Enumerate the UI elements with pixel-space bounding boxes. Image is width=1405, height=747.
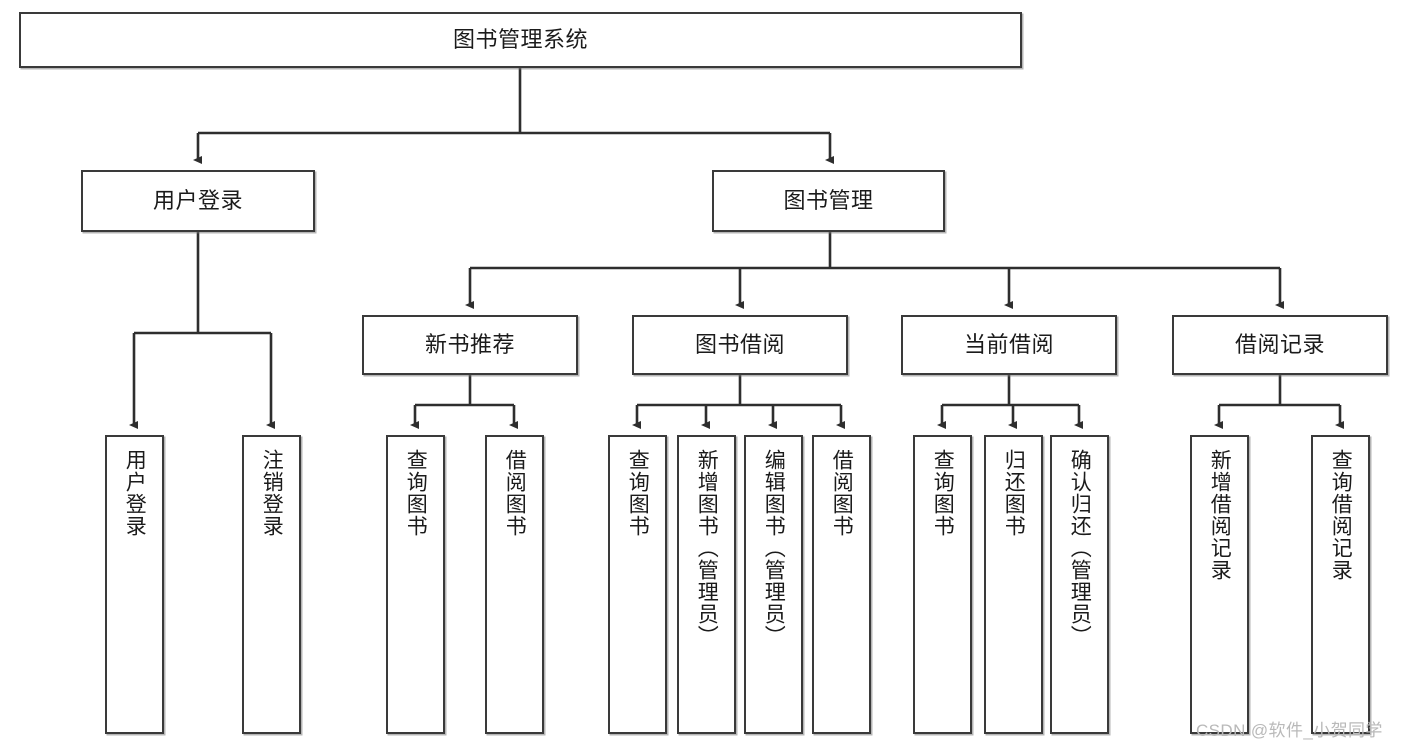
watermark: CSDN @软件_小贺同学: [1196, 721, 1383, 740]
leaf-node[interactable]: 借阅图书: [485, 435, 544, 734]
node-level3-current-borrow[interactable]: 当前借阅: [901, 315, 1117, 375]
node-label: 确认归还（管理员）: [1068, 449, 1092, 647]
node-root[interactable]: 图书管理系统: [19, 12, 1022, 68]
node-label: 借阅图书: [503, 449, 527, 537]
node-label: 用户登录: [123, 449, 147, 537]
node-level2-user-login[interactable]: 用户登录: [81, 170, 315, 232]
node-label: 查询借阅记录: [1329, 449, 1353, 581]
leaf-node[interactable]: 借阅图书: [812, 435, 871, 734]
node-label: 注销登录: [260, 449, 284, 537]
leaf-node[interactable]: 用户登录: [105, 435, 164, 734]
node-label: 图书借阅: [694, 332, 785, 358]
node-label: 当前借阅: [963, 332, 1054, 358]
node-label: 归还图书: [1002, 449, 1026, 537]
leaf-node[interactable]: 查询图书: [608, 435, 667, 734]
node-label: 借阅记录: [1234, 332, 1325, 358]
node-level3-borrow-records[interactable]: 借阅记录: [1172, 315, 1388, 375]
node-label: 查询图书: [626, 449, 650, 537]
leaf-node[interactable]: 新增借阅记录: [1190, 435, 1249, 734]
leaf-node[interactable]: 查询图书: [913, 435, 972, 734]
node-label: 新书推荐: [424, 332, 515, 358]
node-label: 借阅图书: [830, 449, 854, 537]
node-label: 查询图书: [931, 449, 955, 537]
node-label: 用户登录: [152, 188, 243, 214]
leaf-node[interactable]: 查询借阅记录: [1311, 435, 1370, 734]
leaf-node[interactable]: 确认归还（管理员）: [1050, 435, 1109, 734]
node-level3-new-book-recommend[interactable]: 新书推荐: [362, 315, 578, 375]
leaf-node[interactable]: 查询图书: [386, 435, 445, 734]
leaf-node[interactable]: 归还图书: [984, 435, 1043, 734]
node-label: 查询图书: [404, 449, 428, 537]
node-label: 图书管理: [783, 188, 874, 214]
node-label: 编辑图书（管理员）: [762, 449, 786, 647]
node-level3-book-borrow[interactable]: 图书借阅: [632, 315, 848, 375]
node-label: 新增借阅记录: [1208, 449, 1232, 581]
leaf-node[interactable]: 编辑图书（管理员）: [744, 435, 803, 734]
node-level2-book-management[interactable]: 图书管理: [712, 170, 945, 232]
leaf-node[interactable]: 注销登录: [242, 435, 301, 734]
node-label: 图书管理系统: [452, 27, 588, 53]
leaf-node[interactable]: 新增图书（管理员）: [677, 435, 736, 734]
node-label: 新增图书（管理员）: [695, 449, 719, 647]
